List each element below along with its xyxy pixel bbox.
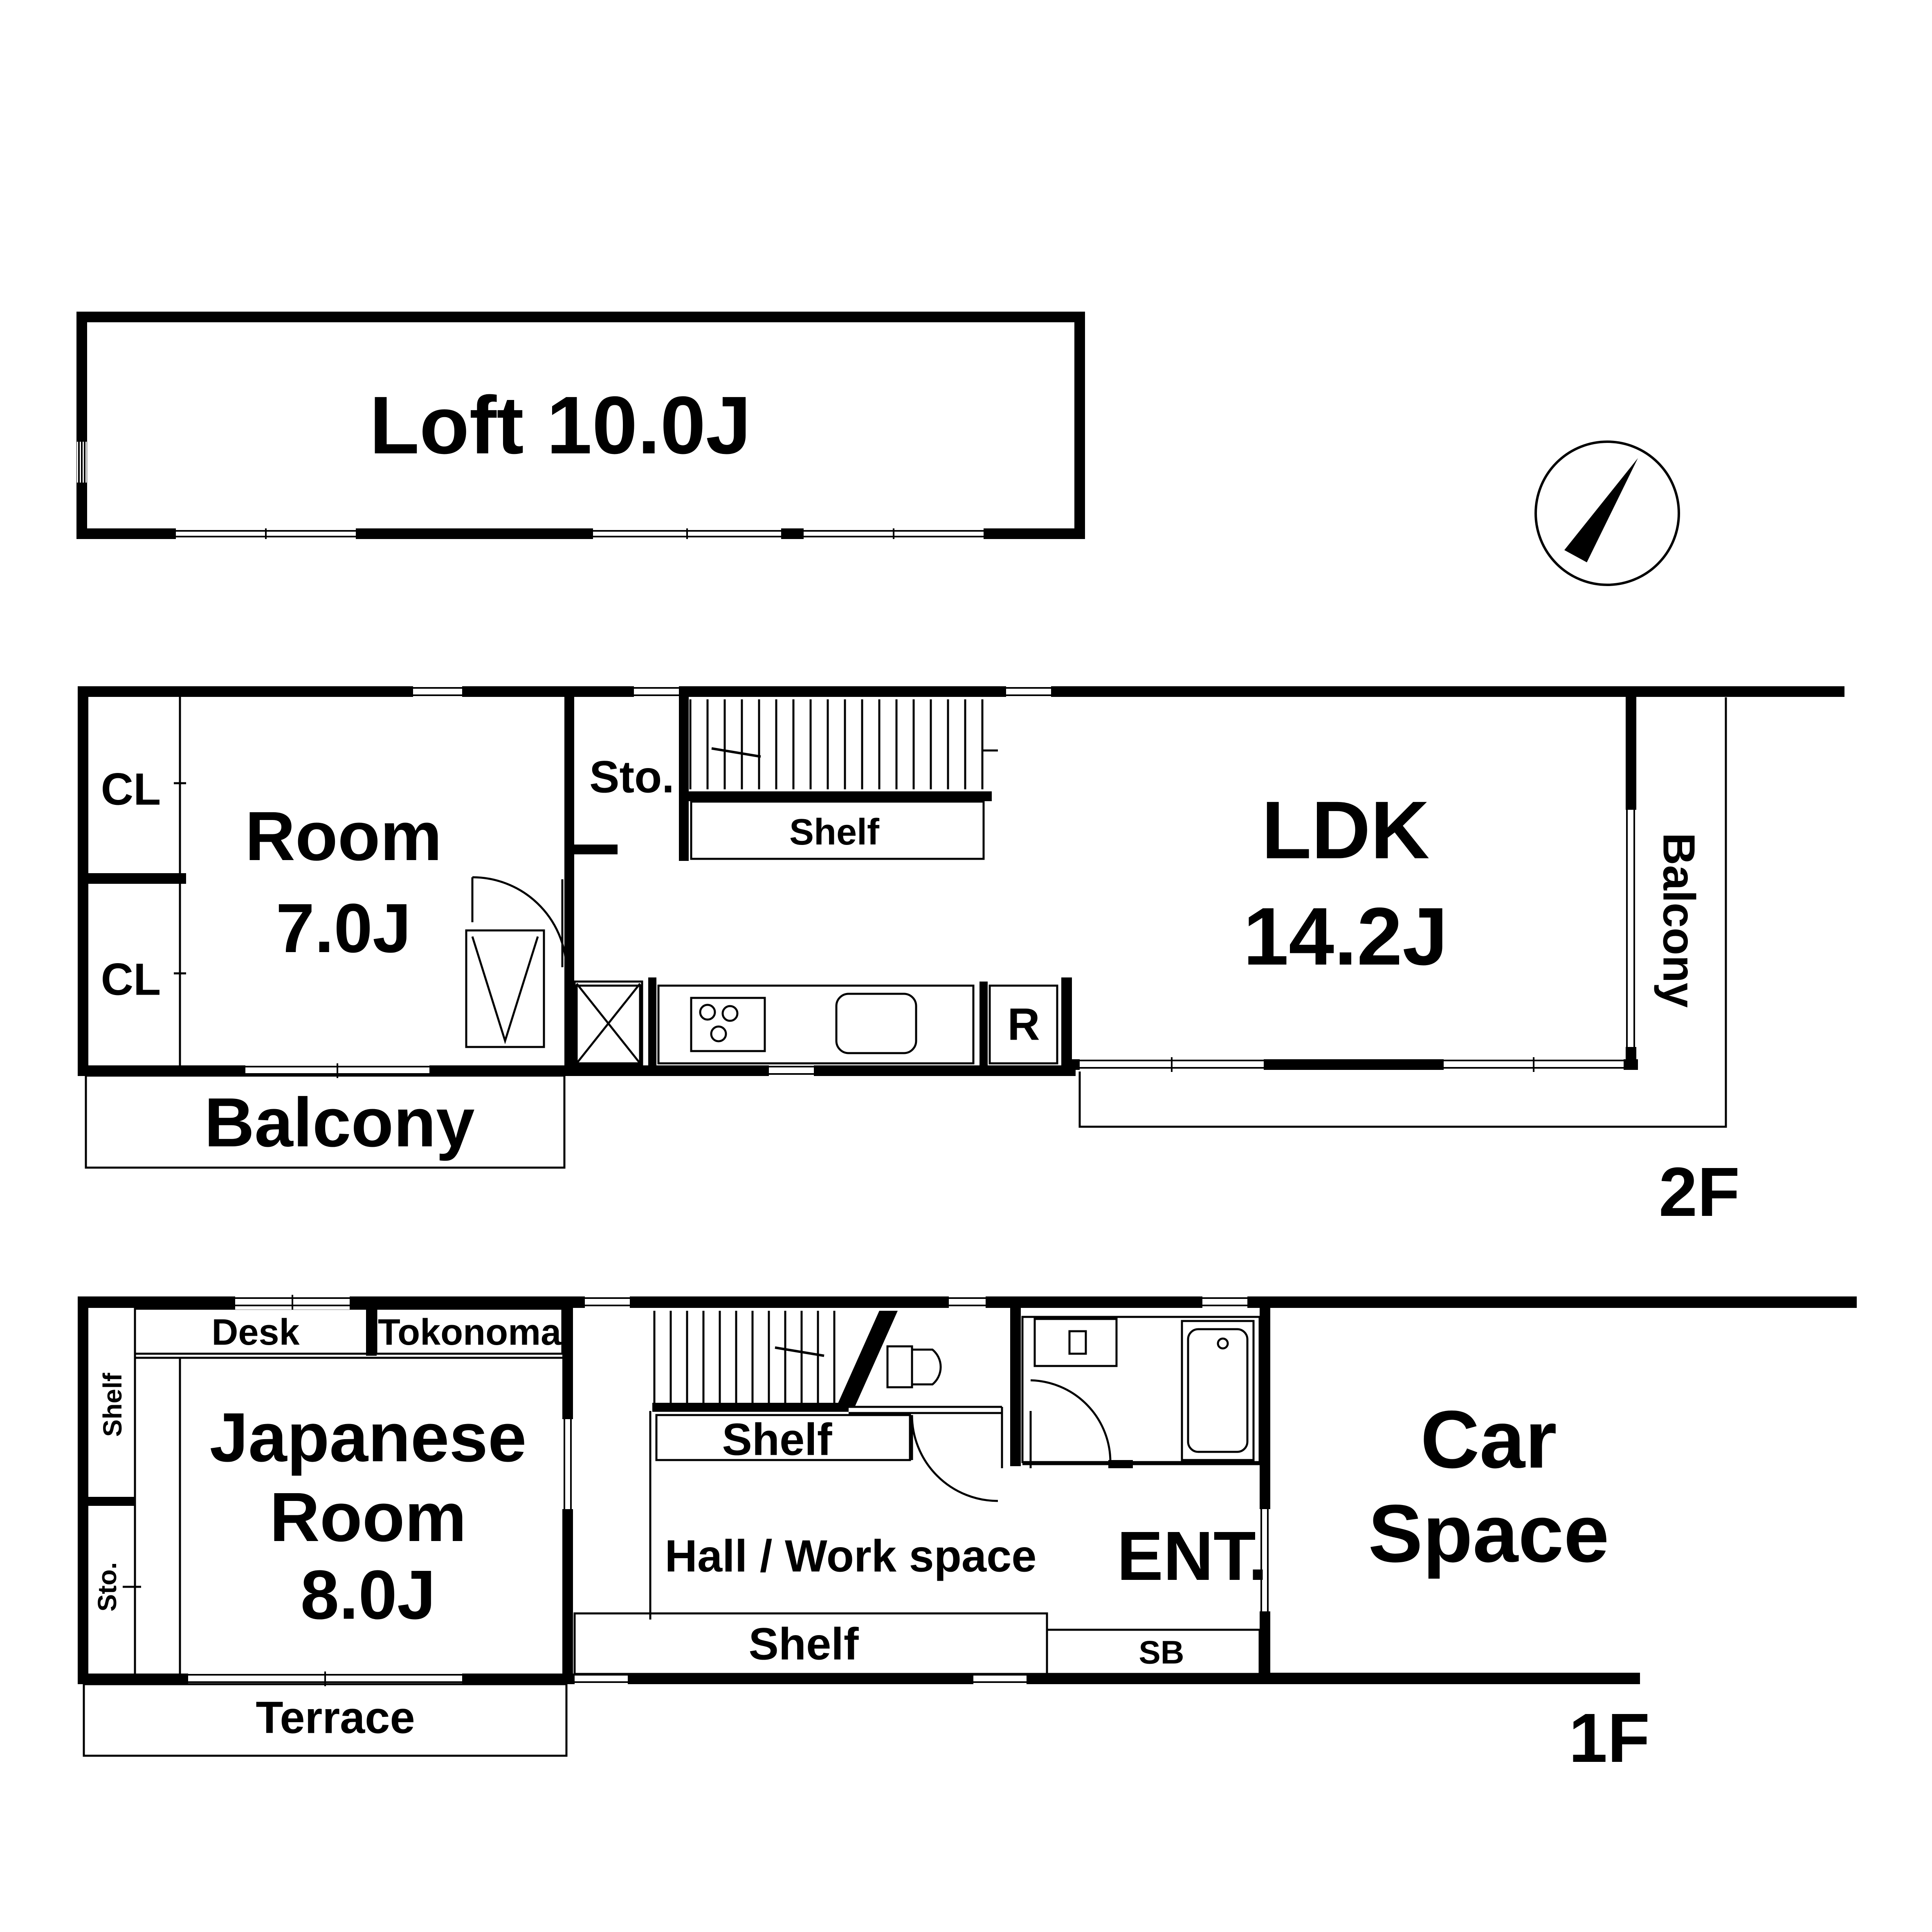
shoe-box-label: SB (1139, 1634, 1184, 1671)
balcony-right-label: Balcony (1654, 833, 1704, 1008)
fridge-label: R (1007, 1000, 1040, 1050)
loft-side-window (77, 442, 87, 483)
loft-outline (76, 312, 1085, 539)
hall-label: Hall / Work space (665, 1531, 1037, 1582)
japanese-room-size: 8.0J (301, 1556, 436, 1634)
1f-stairs (649, 1311, 898, 1620)
storage-2f-label: Sto. (589, 752, 674, 802)
car-space-line1: Car (1420, 1394, 1557, 1485)
2f-level-label: 2F (1659, 1153, 1740, 1231)
2f-stairs (689, 699, 998, 789)
shelf-left-label: Shelf (98, 1373, 127, 1437)
japanese-room-lines (123, 1307, 564, 1675)
storage-left-label: Sto. (92, 1562, 122, 1612)
1f-top-windows (235, 1295, 1247, 1310)
room-door (471, 876, 568, 968)
bathroom (1021, 1316, 1261, 1468)
shelf-hall-top-label: Shelf (722, 1415, 832, 1465)
north-arrow-icon (1534, 440, 1680, 586)
shelf-hall-bottom-label: Shelf (749, 1619, 859, 1669)
ldk-balcony-window (1624, 810, 1638, 1047)
room-size-label: 7.0J (276, 890, 411, 967)
car-space-wall (1270, 1673, 1640, 1683)
shelf-2f-label: Shelf (789, 812, 880, 853)
ldk-name-label: LDK (1261, 785, 1429, 876)
closet-bottom-label: CL (101, 955, 161, 1005)
2f-top-windows (413, 685, 1051, 699)
toilet (849, 1345, 1003, 1502)
2f-shelf (690, 800, 985, 860)
1f-shelf-top (655, 1414, 911, 1461)
terrace-outline (83, 1683, 568, 1757)
2f-walls (78, 686, 1844, 1076)
terrace-label: Terrace (256, 1693, 415, 1743)
loft-level: Loft 10.0J (76, 312, 1085, 539)
closet-top-label: CL (101, 764, 161, 815)
room-wardrobe (465, 929, 545, 1048)
kitchen (573, 977, 1058, 1067)
loft-label: Loft 10.0J (369, 380, 751, 471)
entrance-window (1258, 1509, 1272, 1611)
desk-label: Desk (211, 1312, 300, 1353)
2f-balcony-right (1078, 697, 1727, 1128)
second-floor: CL CL Room 7.0J Sto. Shelf LDK 14.2J R B… (78, 685, 1844, 1231)
japanese-room-line2: Room (270, 1478, 467, 1556)
entrance-label: ENT. (1117, 1517, 1267, 1595)
japanese-room-line1: Japanese (210, 1399, 527, 1476)
2f-balcony-left (85, 1074, 566, 1169)
room-name-label: Room (245, 798, 442, 875)
tokonoma-label: Tokonoma (378, 1312, 562, 1353)
1f-level-label: 1F (1569, 1699, 1650, 1777)
japanese-room-window (560, 1419, 575, 1509)
loft-bottom-windows (176, 528, 984, 539)
shoe-box (1046, 1629, 1261, 1675)
ldk-size-label: 14.2J (1243, 891, 1448, 982)
first-floor: Desk Tokonoma Shelf Sto. Japanese Room 8… (78, 1295, 1857, 1777)
balcony-left-label: Balcony (204, 1084, 474, 1161)
car-space-line2: Space (1368, 1488, 1609, 1579)
